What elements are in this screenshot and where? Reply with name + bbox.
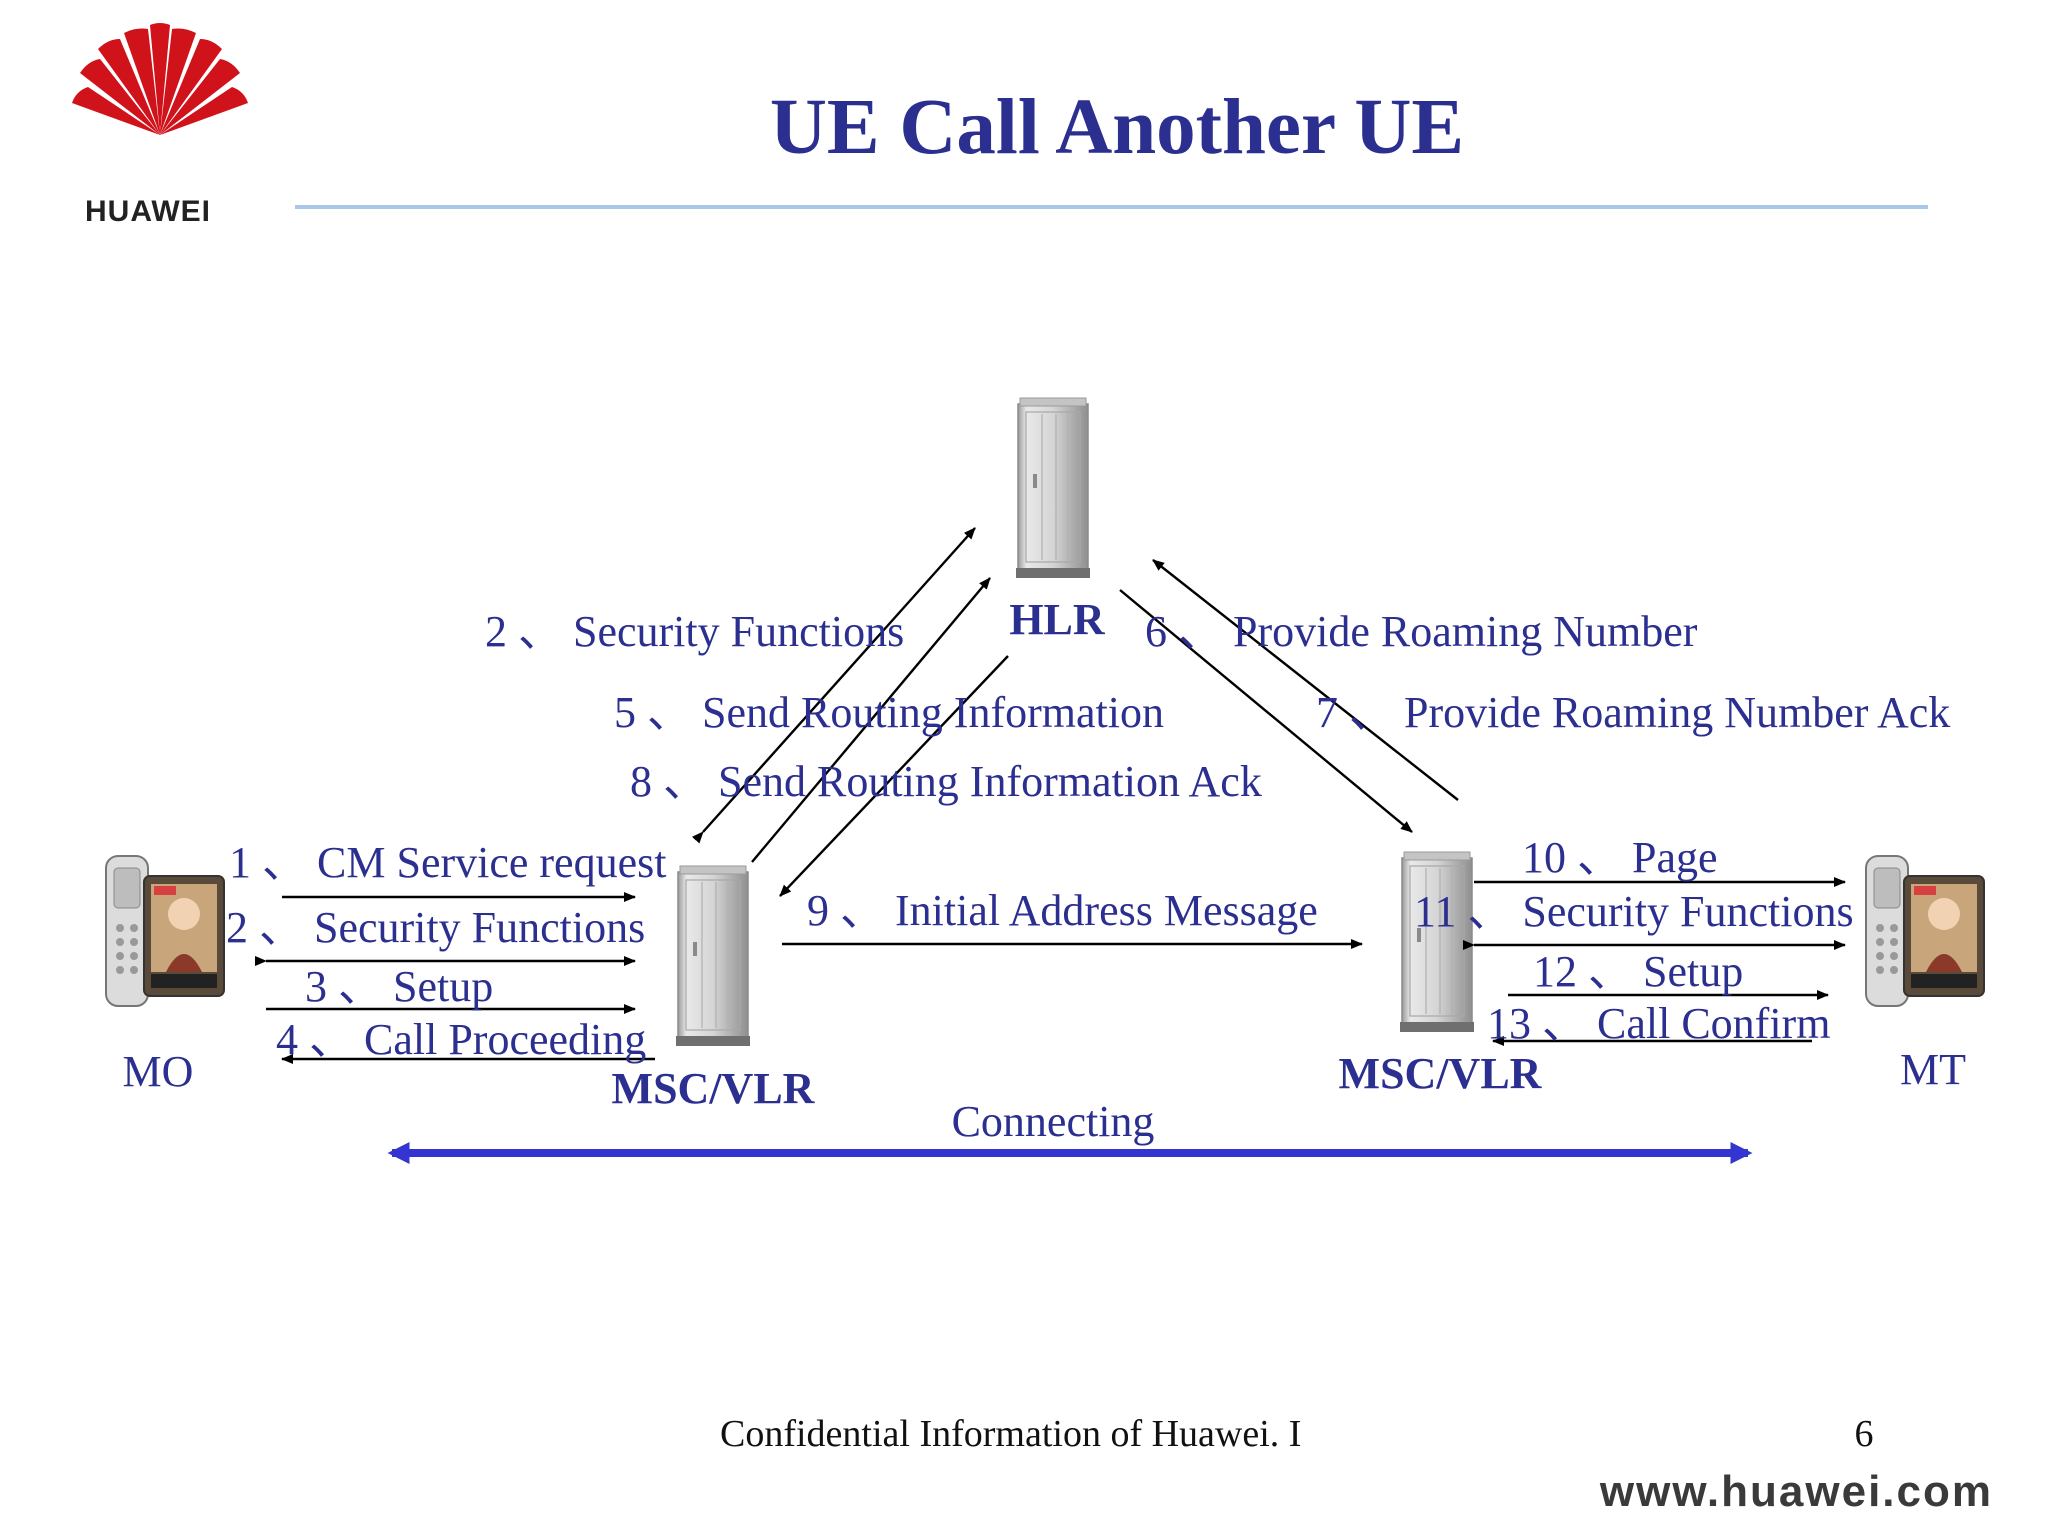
msc-vlr-left-label: MSC/VLR (612, 1064, 816, 1113)
msg-7-label: 7 、 Provide Roaming Number Ack (1316, 688, 1950, 737)
connecting-label: Connecting (952, 1097, 1155, 1146)
msg-4-label: 4 、 Call Proceeding (276, 1015, 646, 1064)
msg-13-label: 13 、 Call Confirm (1487, 999, 1830, 1048)
msg-10-label: 10 、 Page (1522, 833, 1718, 882)
msg-3-label: 3 、 Setup (305, 962, 493, 1011)
msg-8-label: 8 、 Send Routing Information Ack (630, 757, 1262, 806)
arrow-provide-roaming-number (1119, 589, 1413, 833)
hlr-server-icon (1015, 397, 1091, 579)
arrow-send-routing-information-ack (779, 655, 1009, 897)
website-url: www.huawei.com (1599, 1467, 1993, 1516)
mo-mobile-phone-icon (105, 855, 225, 1007)
msg-6-label: 6 、 Provide Roaming Number (1145, 607, 1698, 656)
msc-vlr-right-server-icon (1399, 851, 1475, 1033)
arrow-send-routing-information (751, 577, 991, 863)
huawei-logo-text: HUAWEI (85, 195, 211, 228)
page-number: 6 (1855, 1413, 1874, 1455)
page-title: UE Call Another UE (770, 84, 1464, 171)
msg-1-label: 1 、 CM Service request (229, 838, 666, 887)
msg-2-left-label: 2 、 Security Functions (226, 903, 645, 952)
arrow-security-functions-hlr (691, 527, 976, 844)
msg-9-label: 9 、 Initial Address Message (807, 886, 1318, 935)
msg-2-hlr-label: 2 、 Security Functions (485, 607, 904, 656)
mo-label: MO (123, 1047, 194, 1096)
msc-vlr-left-server-icon (675, 865, 751, 1047)
msg-5-label: 5 、 Send Routing Information (614, 688, 1164, 737)
mt-label: MT (1900, 1045, 1966, 1094)
msg-11-label: 11 、 Security Functions (1414, 887, 1854, 936)
confidential-notice: Confidential Information of Huawei. I (720, 1413, 1301, 1455)
hlr-label: HLR (1009, 595, 1106, 644)
arrow-provide-roaming-number-ack (1152, 559, 1459, 801)
msg-12-label: 12 、 Setup (1533, 947, 1743, 996)
huawei-logo-icon (72, 23, 248, 135)
msc-vlr-right-label: MSC/VLR (1339, 1049, 1543, 1098)
mt-mobile-phone-icon (1865, 855, 1985, 1007)
